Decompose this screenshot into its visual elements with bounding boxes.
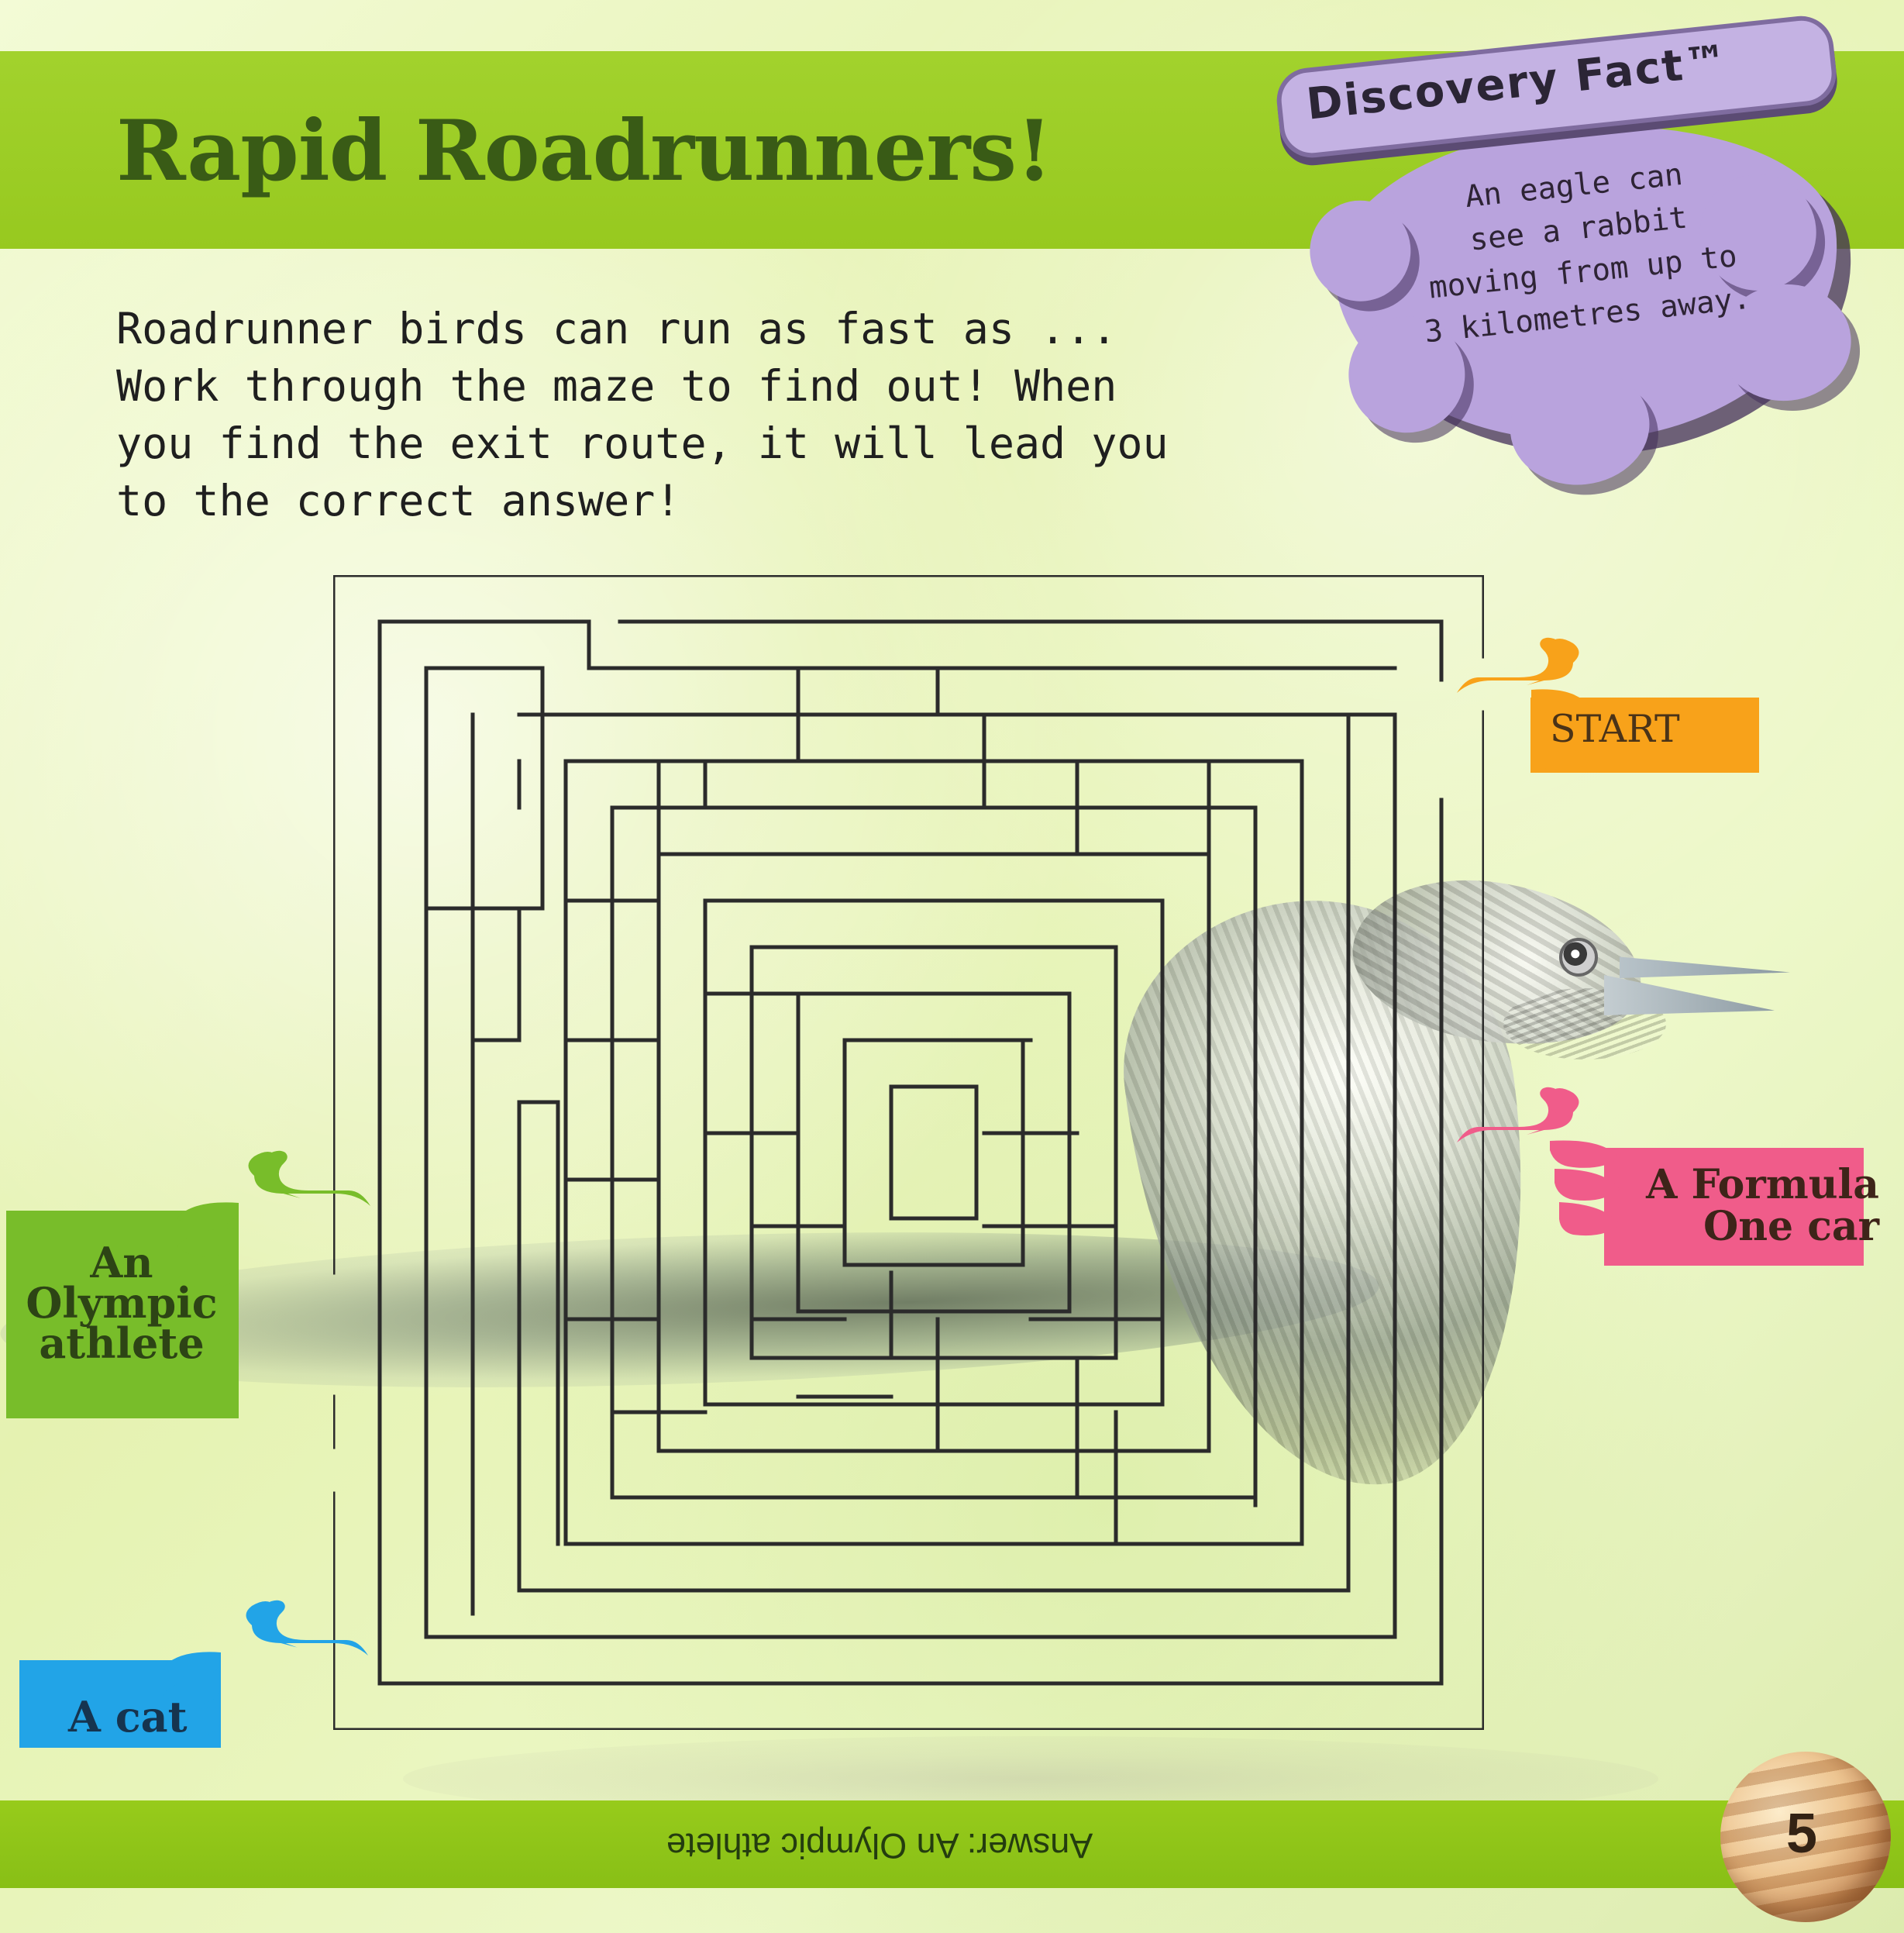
cat-label: A cat — [68, 1692, 188, 1742]
planet-icon — [1720, 1752, 1891, 1922]
formula-line-2: One car — [1703, 1203, 1879, 1250]
answer-band — [0, 1800, 1904, 1888]
athlete-line-3: athlete — [39, 1318, 205, 1368]
maze-wall — [796, 991, 1072, 1314]
maze-wall — [610, 805, 1258, 1500]
intro-text: Roadrunner birds can run as fast as ... … — [116, 300, 1325, 529]
maze-wall — [749, 945, 1118, 1360]
pointing-hand-icon — [1457, 637, 1759, 773]
discovery-fact-callout: Discovery Fact™ An eagle can see a rabbi… — [1242, 4, 1904, 501]
intro-line-4: to the correct answer! — [116, 476, 681, 525]
maze — [333, 575, 1484, 1730]
maze-wall — [517, 1100, 560, 1546]
maze-wall — [424, 666, 545, 911]
formula-line-1: A Formula — [1646, 1161, 1879, 1208]
maze-wall — [618, 619, 1444, 682]
intro-line-2: Work through the maze to find out! When — [116, 361, 1117, 411]
maze-wall — [424, 666, 1397, 1639]
olympic-athlete-label: An Olympic athlete — [9, 1238, 234, 1368]
athlete-line-1: An — [90, 1238, 153, 1287]
athlete-line-2: Olympic — [26, 1278, 218, 1328]
maze-outer-frame — [333, 575, 1484, 1730]
formula-one-car-label: A Formula One car — [1596, 1164, 1879, 1248]
page-title: Rapid Roadrunners! — [116, 102, 1052, 200]
maze-wall — [842, 1038, 1025, 1267]
maze-wall — [377, 619, 591, 670]
maze-wall — [517, 712, 1351, 1593]
start-label: START — [1550, 707, 1680, 751]
maze-wall — [470, 712, 522, 1042]
maze-wall — [889, 1084, 979, 1221]
intro-line-1: Roadrunner birds can run as fast as ... — [116, 304, 1117, 353]
maze-wall — [656, 852, 1211, 1453]
page-number: 5 — [1785, 1803, 1818, 1865]
pointing-hand-icon — [6, 1150, 370, 1418]
pointing-hand-icon — [19, 1600, 368, 1748]
maze-wall — [703, 898, 1165, 1407]
answer-text: Answer: An Olympic athlete — [666, 1826, 1093, 1866]
pointing-hand-icon — [1457, 1087, 1864, 1266]
intro-line-3: you find the exit route, it will lead yo… — [116, 419, 1169, 468]
roadrunner-eye — [1559, 938, 1598, 977]
maze-wall — [377, 619, 1444, 1686]
maze-wall — [563, 759, 1304, 1546]
